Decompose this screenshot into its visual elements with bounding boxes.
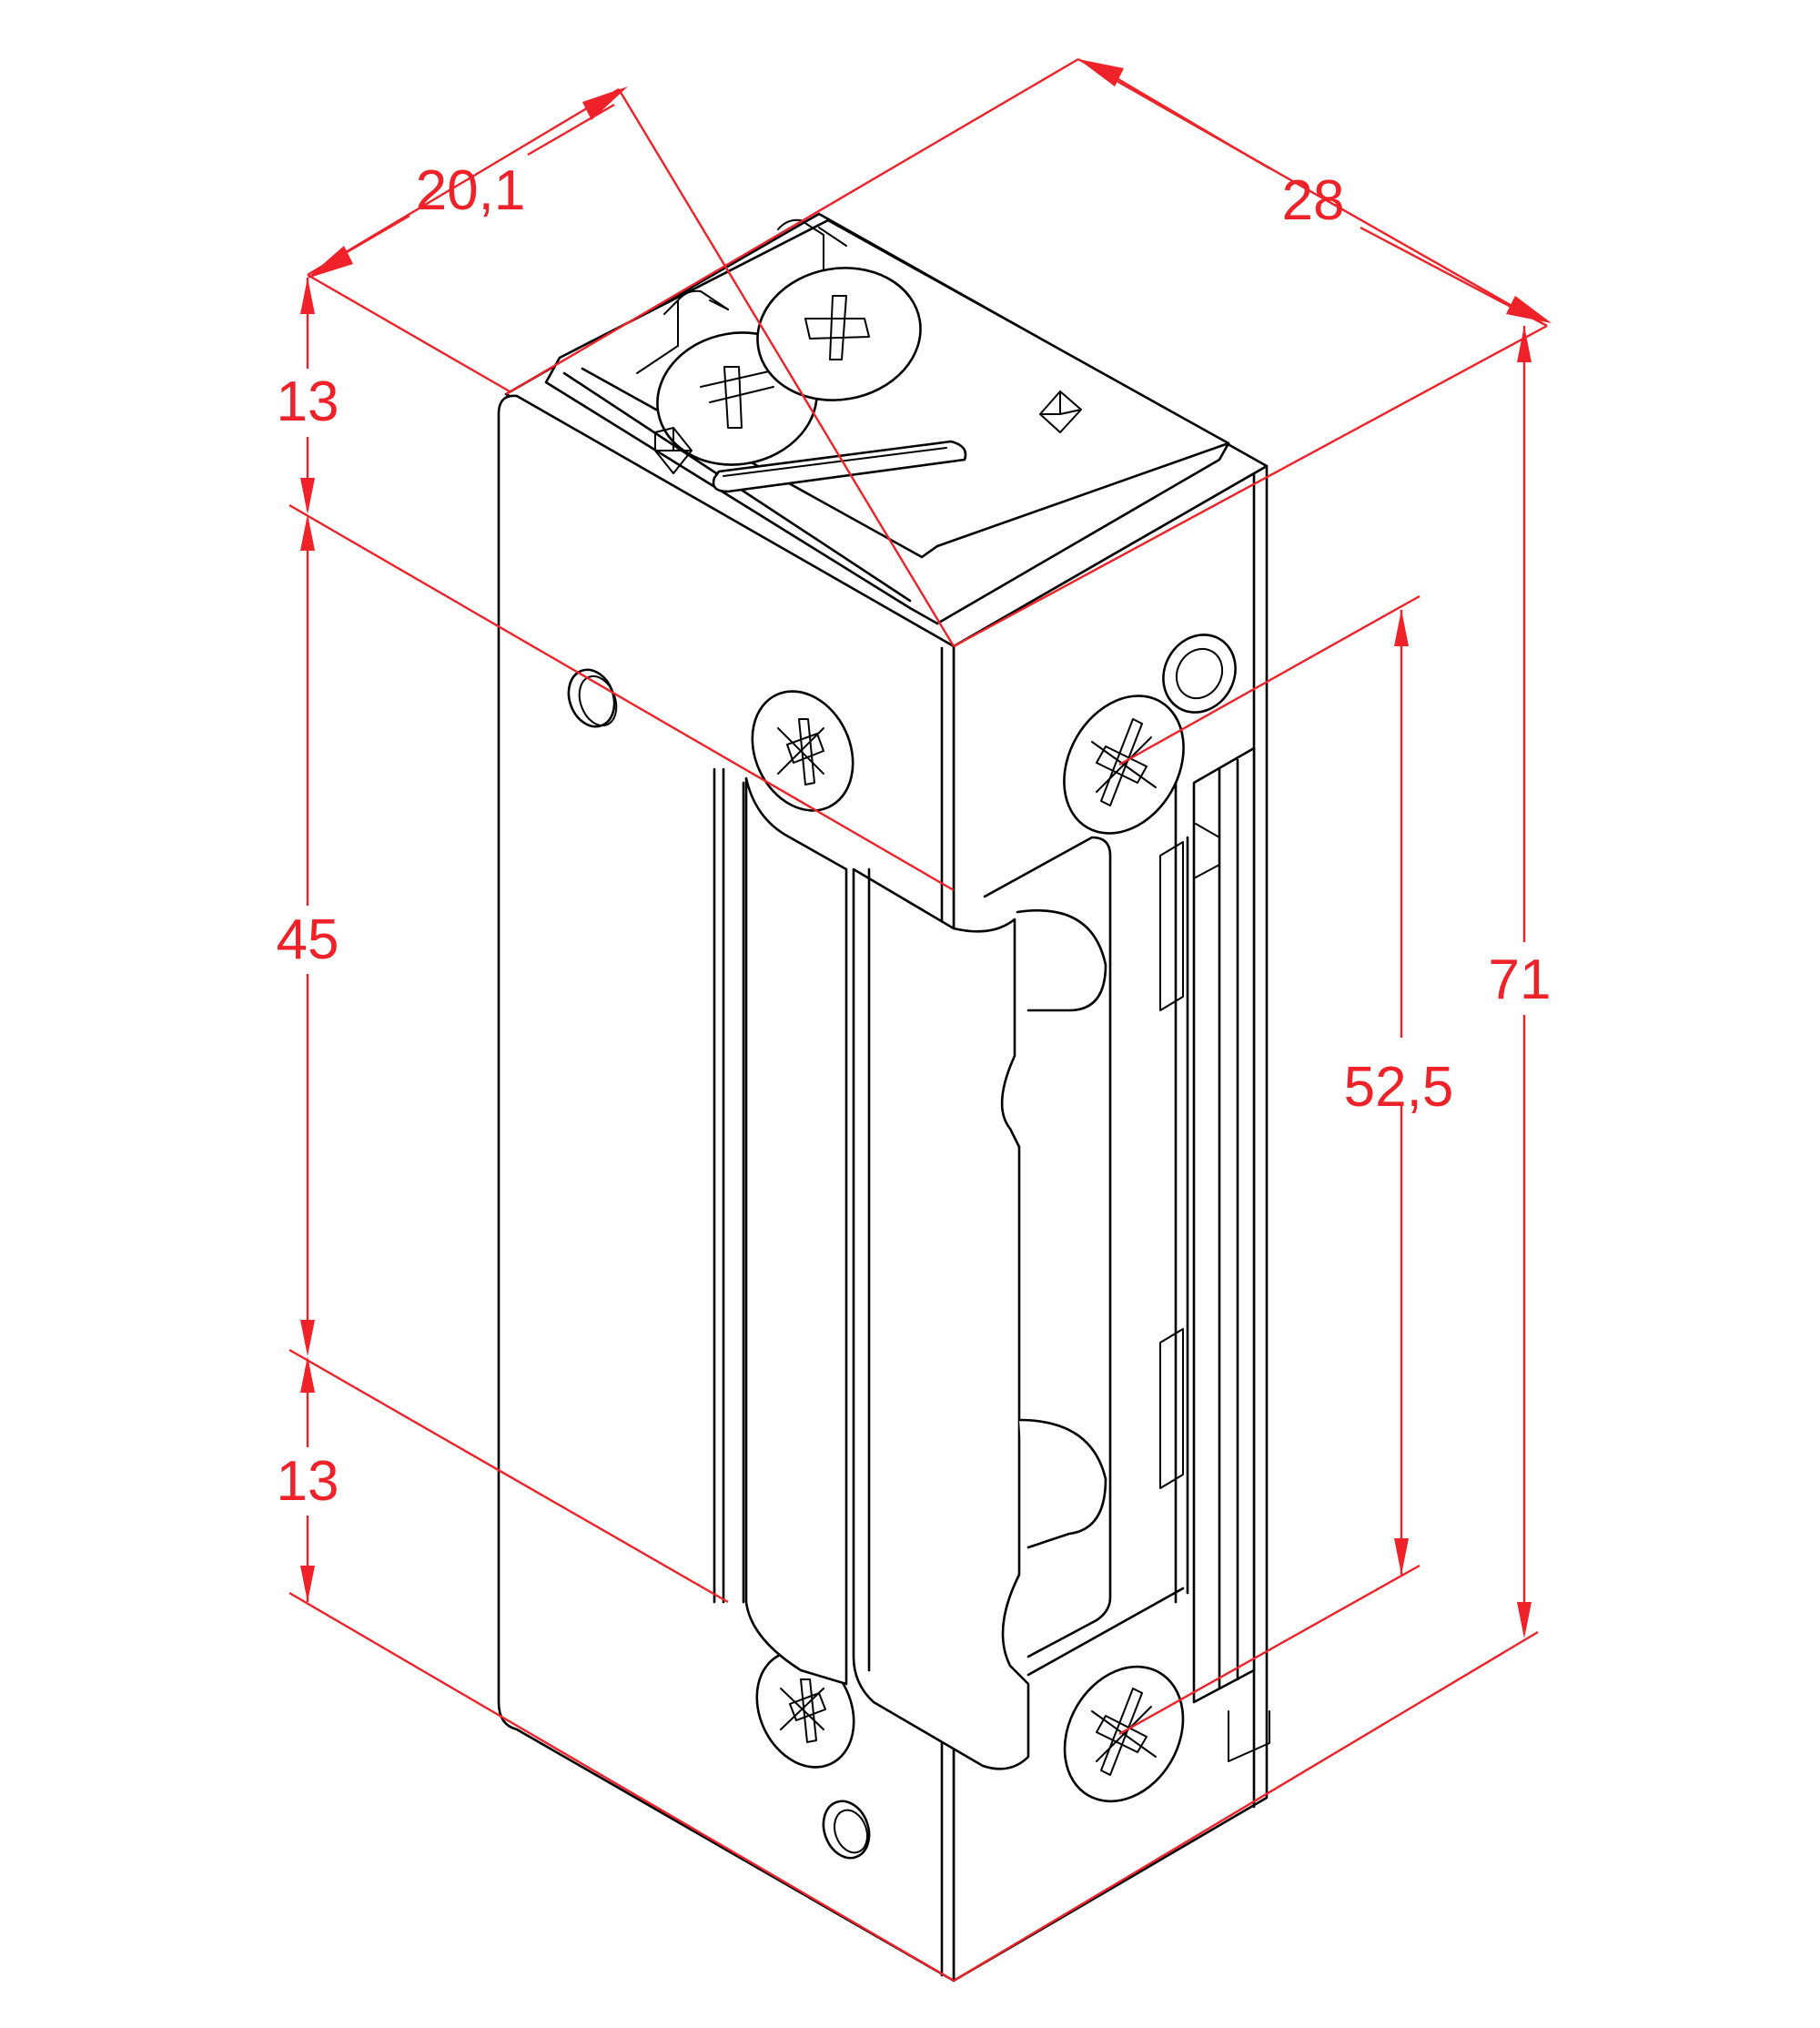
dim-label-bottom-segment: 13	[276, 1450, 339, 1513]
ring-screw-top	[1162, 634, 1237, 714]
pozi-screw-upper-right	[1063, 695, 1185, 835]
dim-label-top-segment: 13	[276, 370, 339, 433]
dimension-lines	[288, 57, 1552, 1982]
pozi-screw-lower-right	[1063, 1665, 1185, 1803]
dim-label-keeper-height: 52,5	[1343, 1056, 1454, 1119]
terminal-screw-right	[756, 267, 922, 401]
marker-square-right	[1039, 390, 1082, 433]
dim-label-middle-segment: 45	[276, 908, 339, 971]
marker-square-left	[654, 427, 693, 474]
mounting-hole-top	[567, 668, 618, 728]
keeper-assembly	[713, 634, 1270, 1803]
top-face	[504, 212, 1269, 648]
dim-label-overall-height: 71	[1488, 948, 1552, 1011]
mounting-hole-bottom	[822, 1800, 871, 1860]
dim-label-width: 28	[1281, 169, 1345, 232]
dim-label-depth: 20,1	[415, 159, 526, 222]
pozi-screw-upper-left	[751, 690, 854, 812]
